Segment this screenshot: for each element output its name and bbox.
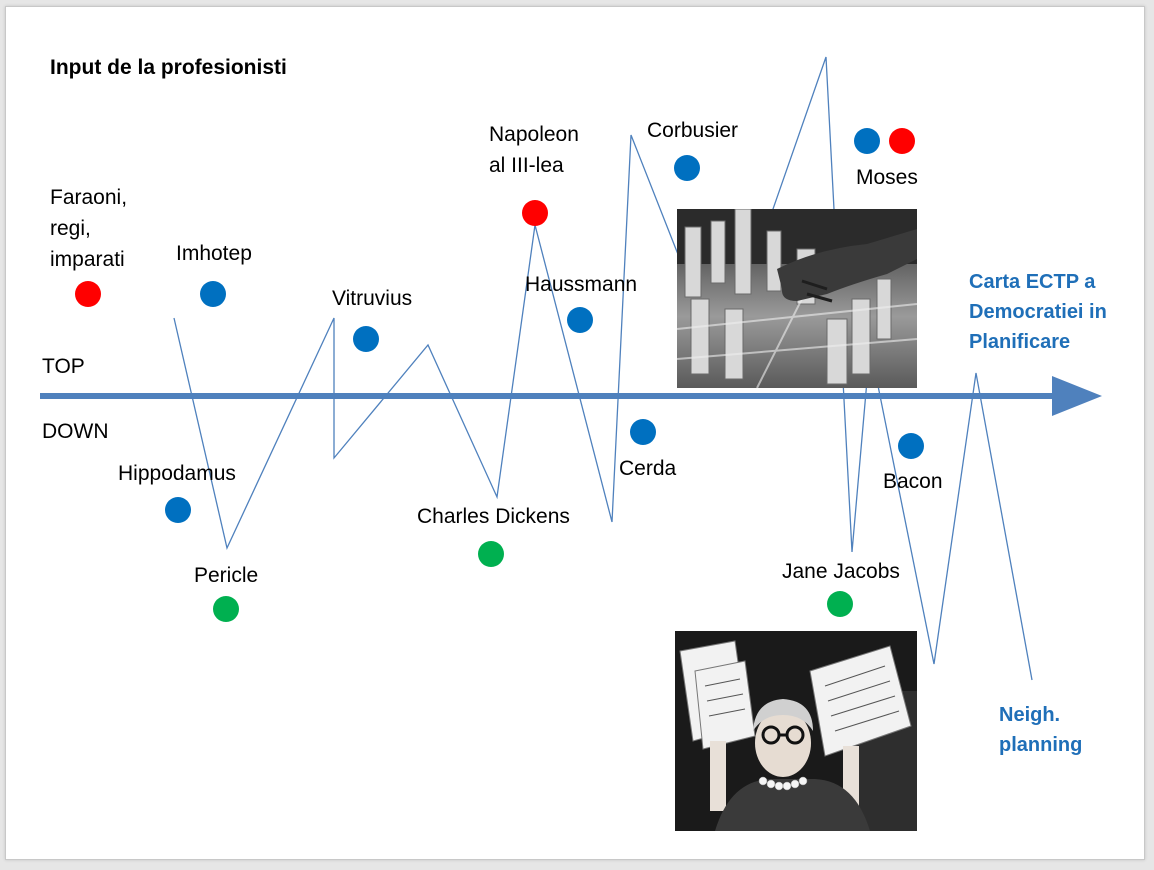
faraoni-dot	[75, 281, 101, 307]
cerda-dot	[630, 419, 656, 445]
moses-dot-red	[889, 128, 915, 154]
down-label: DOWN	[42, 420, 109, 443]
napoleon-dot	[522, 200, 548, 226]
corbusier-dot	[674, 155, 700, 181]
corbusier-label: Corbusier	[647, 119, 739, 142]
bacon-dot	[898, 433, 924, 459]
carta-ectp-label: Carta ECTP a Democratiei in Planificare	[969, 267, 1107, 357]
moses-dot-blue	[854, 128, 880, 154]
neigh-line-2: planning	[999, 734, 1083, 756]
pericle-dot	[213, 596, 239, 622]
zigzag-line	[173, 56, 1033, 681]
napoleon-label: Napoleon al III-lea	[489, 119, 579, 181]
carta-line-2: Democratiei in	[969, 301, 1107, 323]
vitruvius-dot	[353, 326, 379, 352]
jane-jacobs-photo	[675, 631, 917, 831]
imhotep-label: Imhotep	[176, 242, 252, 265]
napoleon-line-1: Napoleon	[489, 123, 579, 146]
top-label: TOP	[42, 355, 85, 378]
timeline-arrowhead	[1052, 376, 1102, 416]
slide-title: Input de la profesionisti	[50, 56, 287, 79]
carta-line-1: Carta ECTP a	[969, 271, 1096, 293]
napoleon-line-2: al III-lea	[489, 154, 564, 177]
corbusier-model-photo	[677, 209, 917, 388]
haussmann-dot	[567, 307, 593, 333]
bacon-label: Bacon	[883, 470, 943, 493]
pericle-label: Pericle	[194, 564, 259, 587]
slide	[5, 6, 1145, 860]
jane-jacobs-label: Jane Jacobs	[782, 560, 900, 583]
faraoni-label: Faraoni, regi, imparati	[50, 182, 127, 275]
cerda-label: Cerda	[619, 457, 677, 480]
moses-label: Moses	[856, 166, 918, 189]
neigh-planning-label: Neigh. planning	[999, 700, 1082, 760]
imhotep-dot	[200, 281, 226, 307]
neigh-line-1: Neigh.	[999, 704, 1061, 726]
hippodamus-label: Hippodamus	[118, 462, 236, 485]
haussmann-label: Haussmann	[525, 273, 638, 296]
faraoni-line-2: regi,	[50, 217, 91, 240]
faraoni-line-1: Faraoni,	[50, 186, 128, 209]
hippodamus-dot	[165, 497, 191, 523]
carta-line-3: Planificare	[969, 331, 1071, 353]
faraoni-line-3: imparati	[50, 248, 125, 271]
charles-dickens-dot	[478, 541, 504, 567]
jane-jacobs-dot	[827, 591, 853, 617]
charles-dickens-label: Charles Dickens	[417, 505, 570, 528]
vitruvius-label: Vitruvius	[332, 287, 413, 310]
